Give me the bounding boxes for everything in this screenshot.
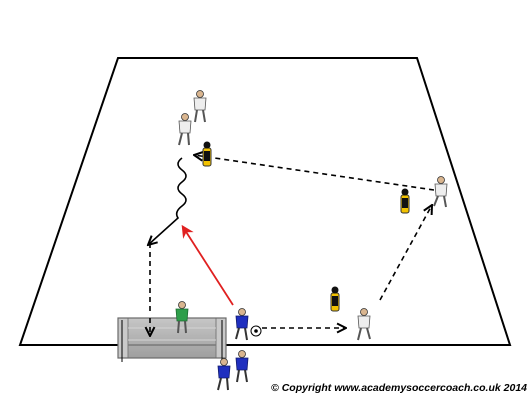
mannequin-icon [330,286,340,312]
dribble-line [148,157,187,245]
mannequin-icon [202,141,212,167]
player-figure-icon [357,308,371,341]
player-figure-icon [193,90,207,123]
pass-line-across-top [194,155,435,191]
player-figure-icon [178,113,192,146]
run-line-right-up [379,205,432,301]
pitch-outline [18,57,512,346]
soccer-ball-icon [250,325,262,337]
player-figure-icon [433,176,448,208]
player-figure-icon [217,358,231,391]
shot-arrow [181,224,234,306]
copyright-notice: © Copyright www.academysoccercoach.co.uk… [271,382,527,394]
player-figure-icon [235,308,249,341]
mannequin-icon [400,188,410,214]
movement-lines [150,155,435,336]
player-figure-icon [235,350,249,383]
goalkeeper-figure-icon [175,301,189,334]
goal-net-icon [117,317,227,362]
